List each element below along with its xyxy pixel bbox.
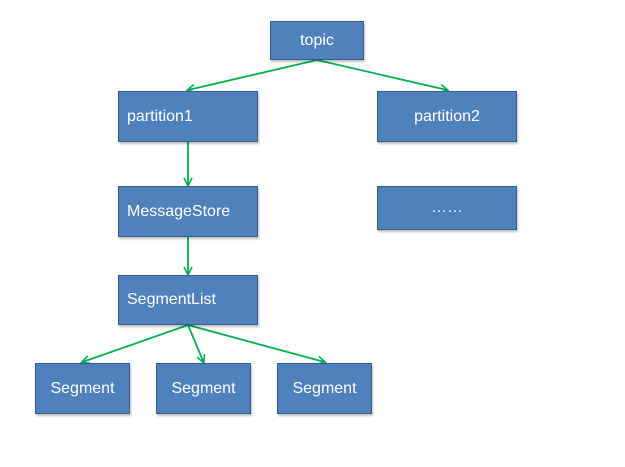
node-segment-3: Segment <box>277 363 372 414</box>
node-partition1: partition1 <box>118 91 258 142</box>
edge-segmentlist-to-segment1 <box>83 324 189 362</box>
edge-topic-to-partition1 <box>188 59 318 90</box>
node-segmentlist: SegmentList <box>118 275 258 325</box>
node-partition2: partition2 <box>377 91 517 142</box>
node-messagestore: MessageStore <box>118 186 258 237</box>
edge-segmentlist-to-segment2 <box>187 324 204 362</box>
edge-topic-to-partition2 <box>316 59 447 90</box>
node-topic: topic <box>270 21 364 60</box>
node-ellipsis: …… <box>377 186 517 230</box>
edge-segmentlist-to-segment3 <box>187 324 325 362</box>
node-segment-2: Segment <box>156 363 251 414</box>
node-segment-1: Segment <box>35 363 130 414</box>
